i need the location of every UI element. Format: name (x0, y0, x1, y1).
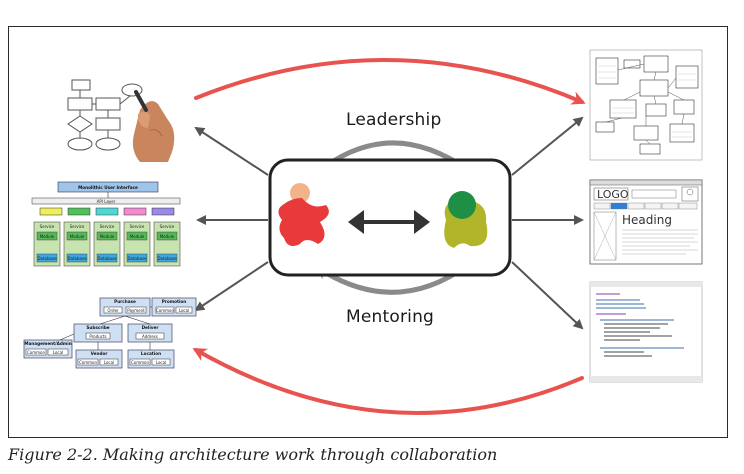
comp-title-location: Location (141, 351, 161, 356)
wireframe-heading: Heading (622, 213, 672, 227)
module-label-5: Module (160, 234, 175, 239)
comp-title-management: Management/Admin (24, 341, 71, 346)
comp-title-vendor: Vendor (91, 351, 109, 356)
service-label-4: Service (130, 224, 145, 229)
database-label-2: Database (67, 256, 87, 261)
wireframe-logo: LOGO (597, 188, 629, 201)
database-label-4: Database (127, 256, 147, 261)
database-label-5: Database (157, 256, 177, 261)
comp-title-subscribe: Subscribe (86, 325, 109, 330)
comp-item-products: Products (89, 334, 106, 339)
person-star-icon (278, 183, 329, 246)
comp-item-mgmt-common: Common (27, 350, 45, 355)
comp-item-vendor-local: Local (104, 360, 114, 365)
code-editor-image (589, 281, 703, 383)
collaboration-box (268, 158, 512, 277)
red-arc-bottom (192, 348, 584, 416)
figure-caption: Figure 2-2. Making architecture work thr… (8, 445, 498, 464)
comp-item-promo-local: Local (179, 308, 189, 313)
person-blob-icon (444, 191, 488, 248)
service-label-2: Service (70, 224, 85, 229)
comp-title-promotion: Promotion (162, 299, 187, 304)
comp-title-purchase: Purchase (114, 299, 136, 304)
arrow-to-sketch (194, 126, 269, 176)
comp-item-loc-local: Local (156, 360, 166, 365)
module-label-4: Module (130, 234, 145, 239)
api-layer-label: API Layer (97, 199, 116, 204)
comp-item-loc-common: Common (131, 360, 149, 365)
comp-item-mgmt-local: Local (53, 350, 63, 355)
database-label-1: Database (37, 256, 57, 261)
uml-diagram-image (589, 49, 703, 161)
module-label-1: Module (40, 234, 55, 239)
red-arc-top (194, 57, 586, 105)
service-label-5: Service (160, 224, 175, 229)
leadership-label: Leadership (346, 110, 442, 130)
hand-sketch-image (60, 72, 184, 162)
comp-item-order: Order (107, 308, 119, 313)
comp-item-promo-common: Common (156, 308, 174, 313)
service-label-3: Service (100, 224, 115, 229)
hand-with-marker-icon (132, 90, 175, 162)
component-diagram-image: Purchase Order Payment Promotion Common … (23, 297, 197, 369)
comp-item-vendor-common: Common (79, 360, 97, 365)
comp-title-deliver: Deliver (142, 325, 160, 330)
arrow-to-uml (511, 116, 584, 176)
database-label-3: Database (97, 256, 117, 261)
arrow-to-code (511, 261, 584, 330)
module-label-2: Module (70, 234, 85, 239)
arrow-to-components (194, 261, 269, 312)
comp-item-address: Address (142, 334, 158, 339)
layers-diagram-image: Monolithic User Interface API Layer (31, 181, 181, 267)
monolith-ui-label: Monolithic User Interface (78, 185, 138, 190)
service-label-1: Service (40, 224, 55, 229)
module-label-3: Module (100, 234, 115, 239)
mentoring-label: Mentoring (346, 307, 435, 327)
comp-item-payment: Payment (127, 308, 145, 313)
double-arrow-icon (348, 210, 430, 234)
wireframe-image: LOGO Heading (589, 179, 703, 265)
